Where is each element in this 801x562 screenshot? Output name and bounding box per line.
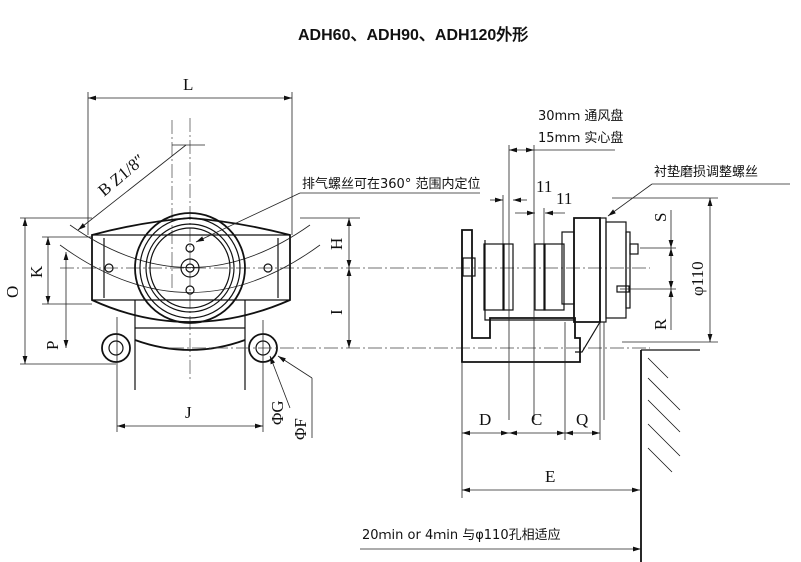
dim-label-D: D bbox=[479, 410, 491, 429]
dim-label-J: J bbox=[185, 403, 192, 422]
dim-label-S: S bbox=[651, 213, 670, 222]
front-view: L B Z1/8″ 排气螺丝可在360° 范围内定位 H I O K P J bbox=[3, 75, 650, 440]
dim-label-I: I bbox=[327, 309, 346, 315]
side-view: 30mｍ 通风盘 15mｍ 实心盘 11 11 衬垫磨损调整螺丝 φ110 S … bbox=[360, 108, 790, 562]
dim-label-P: P bbox=[43, 341, 62, 350]
dim-label-phi110: φ110 bbox=[688, 261, 707, 296]
dim-label-Q: Q bbox=[576, 410, 588, 429]
vented-disc-note: 30mｍ 通风盘 bbox=[538, 108, 623, 124]
adjust-screw-note: 衬垫磨损调整螺丝 bbox=[654, 164, 758, 180]
vent-screw-note: 排气螺丝可在360° 范围内定位 bbox=[302, 176, 480, 192]
gap-label-1: 11 bbox=[536, 177, 552, 196]
dim-label-O: O bbox=[3, 286, 22, 298]
dim-label-E: E bbox=[545, 467, 555, 486]
solid-disc-note: 15mｍ 实心盘 bbox=[538, 130, 623, 146]
caliper-housing-circle bbox=[134, 212, 246, 324]
mounting-lug-left bbox=[101, 333, 131, 363]
gap-label-2: 11 bbox=[556, 189, 572, 208]
wall-hatch bbox=[647, 357, 681, 473]
dim-label-R: R bbox=[651, 318, 670, 330]
dim-label-F: ΦF bbox=[291, 418, 310, 440]
thread-label: B Z1/8″ bbox=[94, 150, 148, 200]
bottom-note: 20ｍin or 4ｍin 与φ110孔相适应 bbox=[362, 527, 561, 543]
dim-label-H: H bbox=[327, 238, 346, 250]
caliper-bracket bbox=[461, 229, 581, 363]
dim-label-L: L bbox=[183, 75, 193, 94]
dim-label-G: ΦG bbox=[268, 400, 287, 425]
dim-label-K: K bbox=[27, 265, 46, 278]
drawing-title: ADH60、ADH90、ADH120外形 bbox=[298, 25, 528, 44]
dim-label-C: C bbox=[531, 410, 542, 429]
